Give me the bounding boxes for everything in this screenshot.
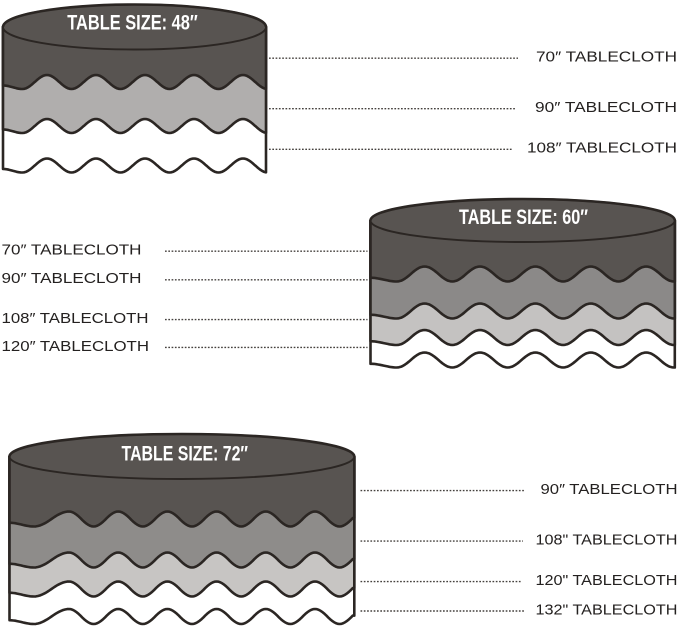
svg-text:70″ TABLECLOTH: 70″ TABLECLOTH — [2, 243, 142, 259]
svg-text:132" TABLECLOTH: 132" TABLECLOTH — [536, 602, 678, 618]
svg-text:90″ TABLECLOTH: 90″ TABLECLOTH — [535, 100, 677, 116]
svg-text:TABLE SIZE: 60″: TABLE SIZE: 60″ — [459, 205, 588, 229]
svg-text:108″ TABLECLOTH: 108″ TABLECLOTH — [2, 311, 149, 327]
svg-text:108" TABLECLOTH: 108" TABLECLOTH — [536, 533, 678, 549]
svg-text:70″ TABLECLOTH: 70″ TABLECLOTH — [536, 50, 677, 66]
svg-text:108″ TABLECLOTH: 108″ TABLECLOTH — [527, 141, 677, 157]
svg-text:90″ TABLECLOTH: 90″ TABLECLOTH — [541, 482, 678, 498]
svg-text:90″ TABLECLOTH: 90″ TABLECLOTH — [2, 271, 142, 287]
svg-text:TABLE SIZE: 48″: TABLE SIZE: 48″ — [67, 11, 198, 35]
svg-text:120" TABLECLOTH: 120" TABLECLOTH — [536, 573, 678, 589]
svg-text:TABLE SIZE: 72″: TABLE SIZE: 72″ — [122, 442, 249, 466]
svg-text:120″ TABLECLOTH: 120″ TABLECLOTH — [2, 339, 150, 355]
